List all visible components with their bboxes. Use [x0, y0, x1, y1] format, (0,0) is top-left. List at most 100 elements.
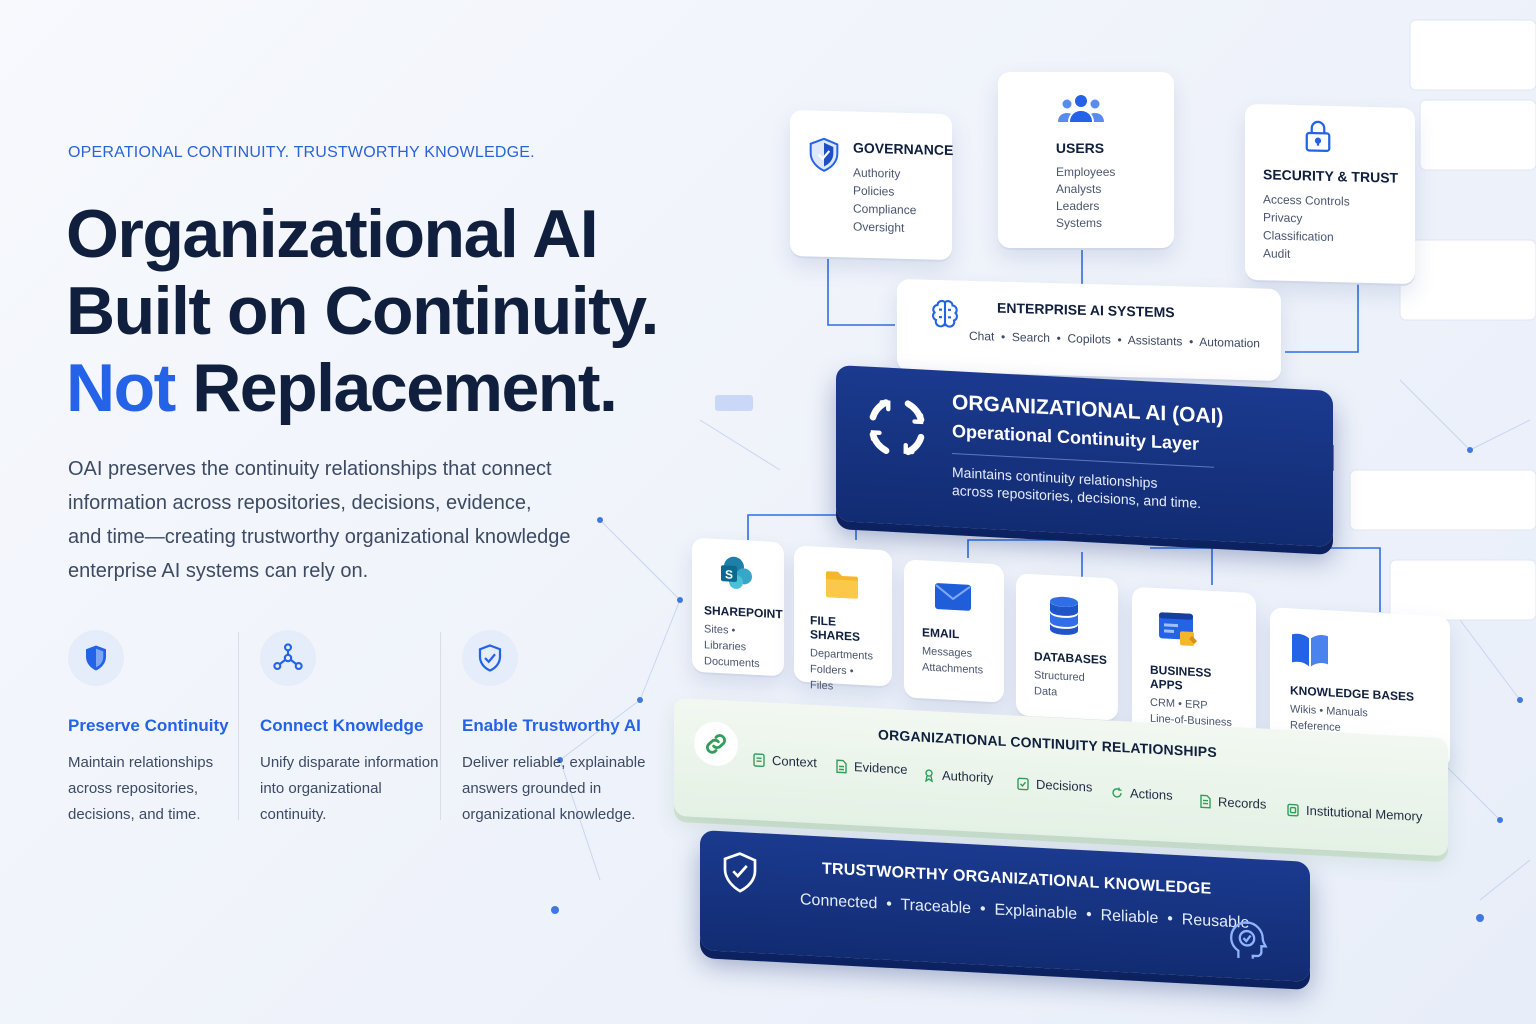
card-item: Privacy — [1263, 210, 1303, 226]
source-items: Sites • Libraries Documents — [704, 621, 772, 673]
headline-line-1: Organizational AI — [66, 196, 599, 272]
relationship-label: Institutional Memory — [1306, 802, 1423, 824]
knowledge-item: Explainable — [994, 901, 1078, 923]
relationship-context: Context — [752, 752, 817, 770]
relationship-actions: Actions — [1110, 785, 1173, 803]
relationship-label: Decisions — [1036, 776, 1093, 795]
headline-accent: Not — [66, 350, 176, 426]
network-icon — [260, 630, 316, 686]
feature-desc-line: Deliver reliable, explainable — [462, 754, 646, 771]
head-check-icon — [1224, 915, 1270, 968]
relationship-label: Evidence — [854, 759, 908, 777]
relationship-authority: Authority — [922, 767, 994, 786]
source-card-file-shares: FILE SHARES Departments Folders • Files — [794, 545, 892, 692]
source-line: Data — [1034, 685, 1058, 699]
divider — [440, 632, 441, 820]
folder-icon — [810, 566, 876, 606]
feature-desc-line: decisions, and time. — [68, 806, 201, 823]
feature-desc: Maintain relationships across repositori… — [68, 750, 229, 828]
oai-desc: Maintains continuity relationships acros… — [952, 463, 1201, 512]
card-title: USERS — [1055, 140, 1105, 156]
knowledge-item: Reliable — [1100, 907, 1159, 928]
relationship-label: Context — [772, 752, 817, 771]
authority-icon — [924, 768, 934, 782]
app-window-icon — [1150, 610, 1238, 658]
action-icon — [1112, 787, 1122, 798]
source-line: Folders • Files — [810, 663, 854, 693]
source-card-databases: DATABASES Structured Data — [1016, 573, 1118, 721]
trustworthy-knowledge-layer: TRUSTWORTHY ORGANIZATIONAL KNOWLEDGE Con… — [700, 830, 1310, 982]
relationships-title: ORGANIZATIONAL CONTINUITY RELATIONSHIPS — [878, 726, 1217, 761]
card-item: Oversight — [853, 219, 905, 235]
card-item: Audit — [1263, 246, 1291, 261]
source-title: EMAIL — [922, 625, 960, 642]
knowledge-item: Traceable — [900, 896, 972, 918]
knowledge-item: Connected — [800, 891, 878, 913]
feature-desc: Unify disparate information into organiz… — [260, 750, 438, 828]
source-line: Sites • Libraries — [704, 623, 747, 654]
card-items: Employees Analysts Leaders Systems — [1056, 164, 1115, 232]
context-icon — [753, 752, 765, 767]
feature-title: Enable Trustworthy AI — [462, 716, 641, 735]
records-icon — [1200, 794, 1211, 809]
lead-line: OAI preserves the continuity relationshi… — [68, 458, 552, 480]
source-card-email: EMAIL Messages Attachments — [904, 559, 1004, 703]
relationship-label: Records — [1218, 794, 1267, 812]
brain-icon — [927, 296, 963, 338]
card-item: Systems — [1056, 216, 1103, 230]
card-item: Compliance — [853, 201, 917, 218]
feature-desc-line: Maintain relationships — [68, 754, 214, 771]
headline-rest: Replacement. — [192, 350, 618, 426]
feature-preserve-continuity: Preserve Continuity Maintain relationshi… — [68, 630, 229, 828]
shield-check-icon — [462, 630, 518, 686]
source-title: FILE SHARES — [810, 613, 861, 644]
source-items: Structured Data — [1034, 667, 1100, 702]
feature-desc-line: organizational knowledge. — [462, 806, 636, 823]
feature-desc-line: continuity. — [260, 806, 327, 823]
relationship-label: Authority — [942, 767, 994, 786]
source-card-knowledge-bases: KNOWLEDGE BASES Wikis • Manuals Referenc… — [1270, 607, 1450, 769]
enterprise-item: Copilots — [1067, 331, 1111, 347]
card-title: ENTERPRISE AI SYSTEMS — [997, 299, 1175, 321]
link-icon — [694, 720, 738, 768]
relationship-decisions: Decisions — [1016, 776, 1092, 795]
continuity-cycle-icon — [862, 390, 932, 469]
card-items: Access Controls Privacy Classification A… — [1263, 190, 1350, 264]
source-line: Attachments — [922, 661, 984, 677]
relationship-label: Actions — [1130, 785, 1173, 803]
memory-icon — [1287, 803, 1299, 817]
enterprise-item: Chat — [969, 328, 995, 344]
feature-enable-trustworthy-ai: Enable Trustworthy AI Deliver reliable, … — [462, 630, 645, 828]
relationship-evidence: Evidence — [834, 758, 907, 777]
feature-title: Preserve Continuity — [68, 716, 229, 735]
card-item: Classification — [1263, 228, 1334, 245]
card-title: GOVERNANCE — [853, 139, 954, 159]
headline: Organizational AI Built on Continuity. N… — [66, 196, 659, 427]
card-item: Leaders — [1056, 199, 1100, 213]
relationship-institutional-memory: Institutional Memory — [1286, 802, 1422, 824]
lead-line: enterprise AI systems can rely on. — [68, 560, 369, 582]
governance-card: GOVERNANCE Authority Policies Compliance… — [790, 109, 954, 261]
source-line: Documents — [704, 655, 760, 671]
envelope-icon — [922, 580, 986, 618]
feature-desc: Deliver reliable, explainable answers gr… — [462, 750, 645, 828]
eyebrow: OPERATIONAL CONTINUITY. TRUSTWORTHY KNOW… — [68, 144, 535, 161]
sharepoint-icon: S — [704, 554, 772, 597]
source-title: DATABASES — [1034, 649, 1107, 668]
shield-check-icon — [722, 851, 758, 900]
feature-connect-knowledge: Connect Knowledge Unify disparate inform… — [260, 630, 438, 828]
document-icon — [836, 759, 847, 773]
users-icon — [1057, 92, 1105, 133]
oai-layer: ORGANIZATIONAL AI (OAI) Operational Cont… — [836, 364, 1333, 548]
card-item: Analysts — [1056, 182, 1102, 196]
knowledge-title: TRUSTWORTHY ORGANIZATIONAL KNOWLEDGE — [822, 860, 1212, 898]
lock-icon — [1303, 117, 1333, 159]
card-item: Authority — [853, 165, 901, 181]
continuity-relationships-layer: ORGANIZATIONAL CONTINUITY RELATIONSHIPS … — [674, 697, 1448, 857]
knowledge-items: Connected • Traceable • Explainable • Re… — [800, 891, 1250, 932]
feature-desc-line: answers grounded in — [462, 780, 602, 797]
relationship-records: Records — [1198, 793, 1266, 812]
enterprise-items: Chat • Search • Copilots • Assistants • … — [969, 328, 1260, 351]
database-icon — [1034, 594, 1100, 642]
